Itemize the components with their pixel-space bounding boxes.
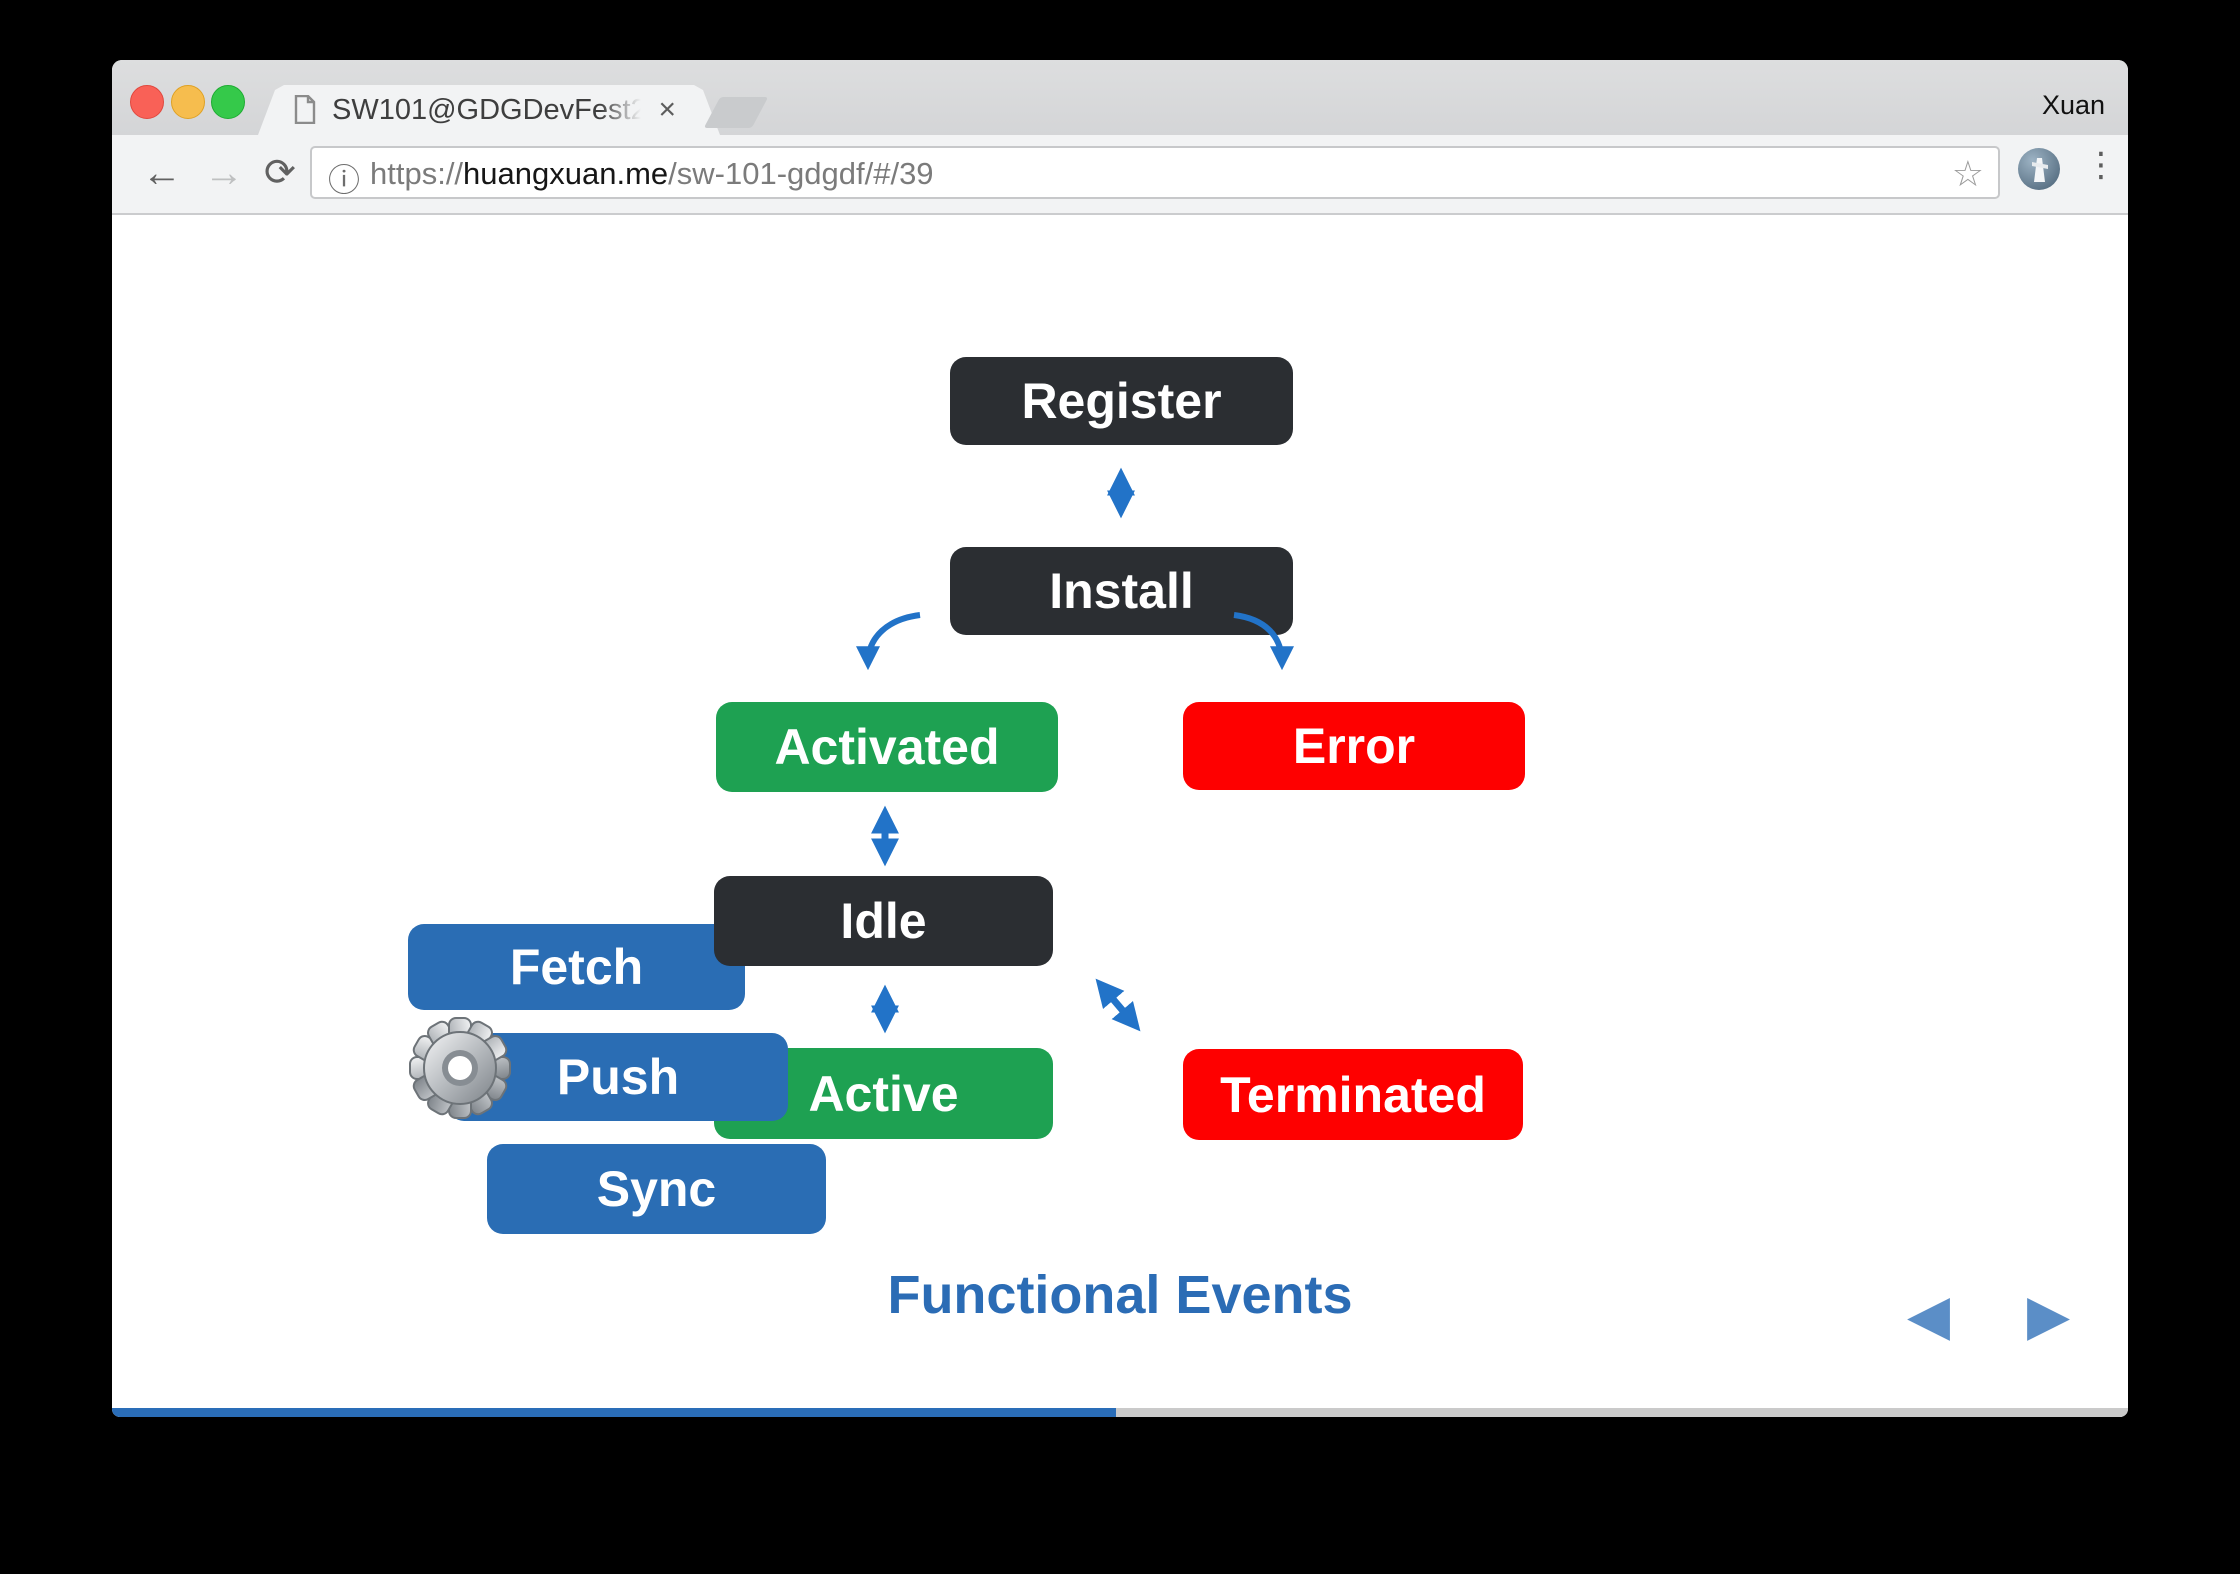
prev-slide-button[interactable]: ◀ <box>1907 1283 1951 1346</box>
window-controls <box>130 85 280 119</box>
state-idle: Idle <box>714 876 1053 966</box>
tab-strip: SW101@GDGDevFest2016 - ( × Xuan <box>112 60 2128 135</box>
event-sync: Sync <box>487 1144 826 1234</box>
arrow-activated-idle <box>871 805 899 867</box>
browser-tab[interactable]: SW101@GDGDevFest2016 - ( × <box>258 85 720 135</box>
url-text: https://huangxuan.me/sw-101-gdgdf/#/39 <box>370 156 934 192</box>
address-bar[interactable]: ⓘ https://huangxuan.me/sw-101-gdgdf/#/39… <box>310 146 2000 199</box>
reload-icon[interactable]: ⟳ <box>264 152 296 194</box>
arrow-install-error <box>1233 612 1294 671</box>
arrow-idle-active <box>871 984 899 1034</box>
state-install: Install <box>950 547 1293 635</box>
url-scheme: https:// <box>370 156 464 191</box>
profile-name: Xuan <box>2041 90 2105 120</box>
browser-window: SW101@GDGDevFest2016 - ( × Xuan ← → ⟳ ⓘ … <box>112 60 2128 1417</box>
event-fetch: Fetch <box>408 924 745 1010</box>
minimize-window-button[interactable] <box>171 85 205 119</box>
new-tab-button[interactable] <box>703 97 769 128</box>
gear-icon <box>409 1017 511 1119</box>
url-path: /sw-101-gdgdf/#/39 <box>668 156 934 191</box>
page-favicon-icon <box>294 95 316 124</box>
next-slide-button[interactable]: ▶ <box>2027 1283 2071 1346</box>
state-activated: Activated <box>716 702 1058 792</box>
url-domain: huangxuan.me <box>463 156 669 191</box>
tab-close-icon[interactable]: × <box>658 93 676 126</box>
arrow-idle-terminated <box>1095 978 1141 1032</box>
avatar-icon[interactable] <box>2018 148 2060 190</box>
state-error: Error <box>1183 702 1525 790</box>
arrow-register-install <box>1107 467 1135 519</box>
menu-icon[interactable]: ⋮ <box>2084 146 2118 184</box>
page-info-icon[interactable]: ⓘ <box>328 162 361 198</box>
bookmark-star-icon[interactable]: ☆ <box>1951 153 1984 194</box>
slide-progress-bar <box>112 1408 2128 1417</box>
close-window-button[interactable] <box>130 85 164 119</box>
browser-toolbar: ← → ⟳ ⓘ https://huangxuan.me/sw-101-gdgd… <box>112 135 2128 215</box>
forward-icon: → <box>204 151 244 195</box>
zoom-window-button[interactable] <box>211 85 245 119</box>
state-terminated: Terminated <box>1183 1049 1523 1140</box>
slide-progress-fill <box>112 1408 1116 1417</box>
state-register: Register <box>950 357 1293 445</box>
back-icon[interactable]: ← <box>142 151 182 195</box>
slide-area: Register Install Activated Error Fetch I… <box>112 217 2128 1409</box>
arrow-install-activated <box>856 612 921 671</box>
tab-title: SW101@GDGDevFest2016 - ( <box>332 94 644 126</box>
slide-caption: Functional Events <box>887 1265 1353 1325</box>
